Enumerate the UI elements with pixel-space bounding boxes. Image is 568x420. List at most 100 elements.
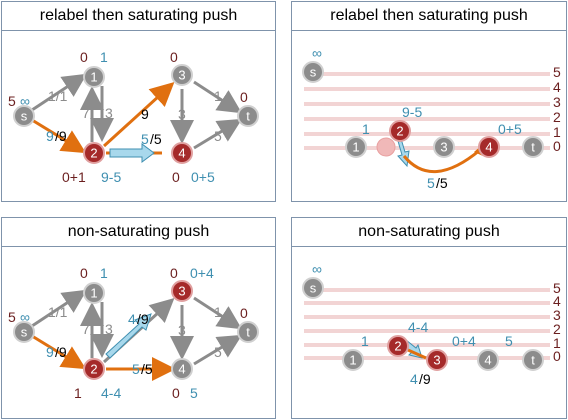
cap-s-1: 1/1: [48, 88, 68, 104]
edge-s-2: [31, 334, 87, 370]
edge-2-3: [102, 81, 175, 148]
svg-text:3: 3: [433, 353, 440, 368]
height-1: 0: [80, 265, 88, 281]
node-1: 1: [83, 66, 105, 88]
svg-text:4: 4: [485, 140, 492, 155]
excess-4: 0+5: [191, 169, 215, 185]
cap-s-2-cap: /9: [55, 128, 67, 144]
svg-text:1: 1: [90, 70, 97, 85]
node-t: t: [237, 105, 259, 127]
flow-network-diagram: s 1 2 3 4 t 5 ∞ 0 1 0 1/1 9 /9 7 3 9 5 /…: [8, 49, 259, 185]
cap-1-2: 7: [82, 321, 90, 337]
node-1: 1: [345, 136, 367, 158]
height-levels-diagram: 5 4 3 2 1 0 s 1 2 3 4 t ∞ 1 9-5 0+5 5 /5: [302, 45, 561, 191]
node-2: 2: [83, 358, 105, 380]
cap-2-4-cap: /5: [141, 361, 153, 377]
svg-text:t: t: [246, 325, 250, 340]
svg-text:4: 4: [178, 362, 185, 377]
cap-2-4-flow: 5: [427, 175, 435, 191]
cap-2-3: 9: [141, 106, 149, 122]
height-t: 0: [240, 305, 248, 321]
edge-s-2: [31, 118, 87, 154]
edge-4-t: [193, 118, 243, 150]
panel-non-saturating-graph: non-saturating push s 1 2 3 4 t 5 ∞ 0 1 …: [1, 217, 276, 419]
node-4: 4: [171, 358, 193, 380]
node-t: t: [237, 321, 259, 343]
cap-3-t: 1: [214, 304, 222, 320]
node-2: 2: [387, 335, 409, 357]
height-1: 0: [80, 49, 88, 65]
level-label-0: 0: [553, 348, 561, 364]
svg-text:t: t: [531, 140, 535, 155]
svg-text:3: 3: [440, 140, 447, 155]
excess-s: ∞: [20, 309, 30, 325]
excess-2: 4-4: [101, 385, 121, 401]
edge-3-t: [193, 80, 243, 114]
node-s: s: [302, 277, 324, 299]
svg-text:s: s: [21, 109, 28, 124]
node-3: 3: [171, 280, 193, 302]
node-2: 2: [389, 120, 411, 142]
node-1: 1: [342, 349, 364, 371]
level-label-4: 4: [553, 79, 561, 95]
height-levels-diagram: 5 4 3 2 1 0 s 1 2 3 4 t ∞ 1 4-4 0+4 5 4 …: [302, 261, 561, 387]
node-s: s: [13, 321, 35, 343]
edge-2-4-curve: [402, 148, 481, 173]
edge-2-3: [407, 348, 427, 360]
panel-title: non-saturating push: [2, 218, 275, 247]
level-label-1: 1: [553, 335, 561, 351]
node-t: t: [522, 349, 544, 371]
height-2: 1: [74, 385, 82, 401]
excess-2: 9-5: [402, 104, 422, 120]
svg-text:2: 2: [396, 124, 403, 139]
excess-3: 0+4: [452, 333, 476, 349]
svg-text:s: s: [310, 281, 317, 296]
cap-2-4-flow: 5: [141, 131, 149, 147]
cap-2-4-cap: /5: [436, 175, 448, 191]
cap-s-2-flow: 9: [46, 344, 54, 360]
panel-title: relabel then saturating push: [292, 2, 566, 31]
node-s: s: [13, 105, 35, 127]
svg-text:1: 1: [352, 140, 359, 155]
cap-2-3-cap: /9: [419, 371, 431, 387]
edge-3-t: [193, 296, 243, 330]
excess-s: ∞: [312, 261, 322, 277]
excess-s: ∞: [312, 45, 322, 61]
cap-4-t: 5: [214, 344, 222, 360]
level-lines: [304, 72, 550, 150]
flow-network-diagram: s 1 2 3 4 t 5 ∞ 0 1 0 0+4 1/1 9 /9 7 3 4…: [8, 265, 259, 401]
svg-text:t: t: [531, 353, 535, 368]
push-arrow: [109, 143, 155, 163]
node-3: 3: [433, 136, 455, 158]
panel-relabel-saturating-graph: relabel then saturating push s 1 2 3 4 t…: [1, 1, 276, 202]
level-label-3: 3: [553, 94, 561, 110]
level-label-1: 1: [553, 124, 561, 140]
cap-s-2-cap: /9: [55, 344, 67, 360]
excess-1: 1: [100, 49, 108, 65]
node-2-previous-position: [376, 137, 396, 157]
height-4: 0: [172, 385, 180, 401]
excess-4: 5: [190, 385, 198, 401]
edge-s-1: [31, 289, 88, 328]
panel-title: relabel then saturating push: [2, 2, 275, 31]
panel-non-saturating-levels: non-saturating push 5 4 3 2 1 0 s 1 2 3 …: [291, 217, 567, 419]
cap-2-1: 3: [105, 105, 113, 121]
excess-s: ∞: [20, 93, 30, 109]
cap-2-3-flow: 4: [128, 311, 136, 327]
level-label-2: 2: [553, 109, 561, 125]
cap-3-4: 3: [178, 322, 186, 338]
node-4: 4: [477, 349, 499, 371]
node-4: 4: [171, 142, 193, 164]
cap-2-4-cap: /5: [150, 131, 162, 147]
cap-1-2: 7: [82, 105, 90, 121]
svg-text:4: 4: [484, 353, 491, 368]
svg-text:t: t: [246, 109, 250, 124]
edge-s-1: [31, 73, 88, 112]
cap-2-3-flow: 4: [410, 371, 418, 387]
node-3: 3: [426, 349, 448, 371]
edge-4-t: [193, 334, 243, 366]
cap-s-1: 1/1: [48, 304, 68, 320]
level-label-4: 4: [553, 293, 561, 309]
level-label-5: 5: [553, 280, 561, 296]
node-t: t: [522, 136, 544, 158]
